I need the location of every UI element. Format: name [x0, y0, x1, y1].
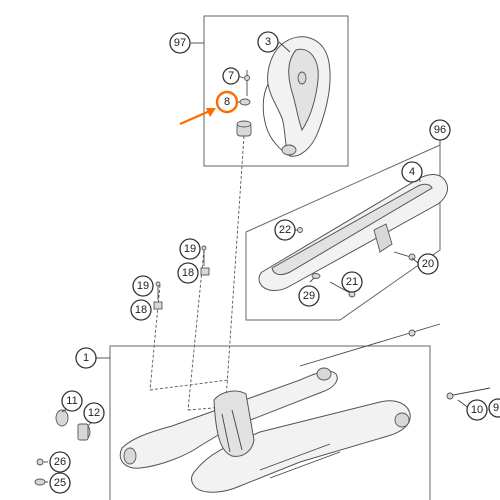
chain-slider-part-3[interactable] [262, 36, 331, 157]
callout-29[interactable]: 29 [298, 285, 320, 307]
callout-21[interactable]: 21 [341, 271, 363, 293]
callout-12-label: 12 [88, 407, 100, 419]
callout-96[interactable]: 96 [429, 119, 451, 141]
bushing-part[interactable] [236, 120, 252, 137]
bolt-part-20[interactable] [393, 251, 416, 261]
washer-part-25[interactable] [34, 478, 48, 486]
callout-8-highlighted[interactable]: 8 [215, 90, 239, 114]
callout-8-label: 8 [224, 96, 230, 108]
callout-19-lower-label: 19 [137, 280, 149, 292]
washer-part-29[interactable] [309, 273, 321, 283]
chain-guard-part-4[interactable] [258, 174, 449, 291]
callout-leaders [61, 41, 471, 427]
callout-3[interactable]: 3 [257, 31, 279, 53]
bolt-part-10[interactable] [446, 387, 491, 400]
swingarm-part-1[interactable] [119, 367, 411, 493]
callout-4[interactable]: 4 [401, 161, 423, 183]
callout-25[interactable]: 25 [49, 472, 71, 494]
callout-21-label: 21 [346, 276, 358, 288]
callout-18-lower-label: 18 [135, 304, 147, 316]
screw-part-19-upper[interactable] [201, 245, 207, 266]
callout-7[interactable]: 7 [222, 67, 240, 85]
bushing-part-12[interactable] [77, 423, 91, 441]
screw-part-26[interactable] [36, 458, 48, 466]
callout-96-label: 96 [434, 124, 446, 136]
callout-25-label: 25 [54, 477, 66, 489]
callout-12[interactable]: 12 [83, 402, 105, 424]
callout-11-label: 11 [66, 395, 77, 407]
nut-part-18-upper[interactable] [200, 267, 210, 276]
callout-10[interactable]: 10 [466, 399, 488, 421]
callout-97[interactable]: 97 [169, 32, 191, 54]
callout-19-lower[interactable]: 19 [132, 275, 154, 297]
callout-4-label: 4 [409, 166, 415, 178]
assembly-97-frame [191, 15, 349, 167]
callout-19-upper[interactable]: 19 [179, 238, 201, 260]
callout-26-label: 26 [54, 456, 66, 468]
callout-22[interactable]: 22 [274, 219, 296, 241]
callout-29-label: 29 [303, 290, 315, 302]
callout-9[interactable]: 9 [488, 398, 500, 418]
callout-20[interactable]: 20 [417, 253, 439, 275]
callout-20-label: 20 [422, 258, 434, 270]
callout-18-upper[interactable]: 18 [177, 262, 199, 284]
screw-part-19-lower[interactable] [155, 281, 161, 300]
callout-22-label: 22 [279, 224, 291, 236]
callout-19-upper-label: 19 [184, 243, 196, 255]
callout-1-label: 1 [83, 352, 89, 364]
callout-3-label: 3 [265, 36, 271, 48]
nut-part-18-lower[interactable] [153, 301, 163, 310]
assembly-1-frame [96, 345, 431, 500]
callout-1[interactable]: 1 [75, 347, 97, 369]
axle-bolt[interactable] [299, 323, 441, 367]
screw-part-7[interactable] [237, 70, 250, 96]
callout-26[interactable]: 26 [49, 451, 71, 473]
washer-part-11[interactable] [55, 409, 69, 427]
screw-part-22[interactable] [295, 227, 303, 233]
highlight-arrow [179, 108, 216, 126]
callout-97-label: 97 [174, 37, 186, 49]
callout-10-label: 10 [471, 404, 483, 416]
callout-18-lower[interactable]: 18 [130, 299, 152, 321]
callout-9-label: 9 [493, 402, 499, 414]
callout-11[interactable]: 11 [61, 390, 83, 412]
callout-7-label: 7 [228, 70, 234, 82]
callout-18-upper-label: 18 [182, 267, 194, 279]
